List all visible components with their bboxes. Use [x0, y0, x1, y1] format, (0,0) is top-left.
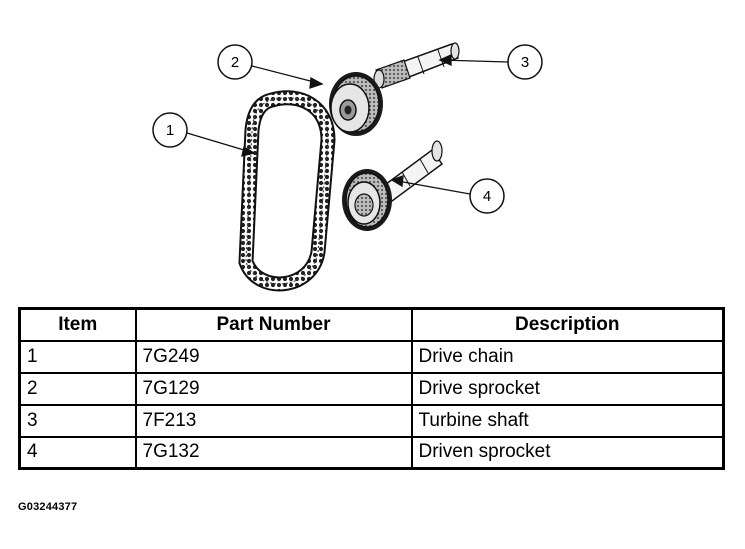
cell-description: Driven sprocket — [410, 435, 725, 470]
drive-chain — [238, 90, 336, 292]
table-header-row: Item Part Number Description — [18, 307, 725, 342]
cell-description: Drive chain — [410, 339, 725, 374]
exploded-parts-diagram: 1 2 3 4 — [152, 42, 543, 292]
parts-table: Item Part Number Description 1 7G249 Dri… — [18, 307, 725, 470]
callout-2-balloon — [217, 44, 253, 80]
header-part-number: Part Number — [134, 307, 413, 342]
cell-item: 1 — [18, 339, 137, 374]
table-row: 4 7G132 Driven sprocket — [18, 435, 725, 470]
callout-balloons — [152, 44, 543, 214]
drive-sprocket — [329, 72, 383, 136]
callout-leaders — [186, 53, 509, 195]
cell-description: Turbine shaft — [410, 403, 725, 438]
callout-4-balloon — [469, 178, 505, 214]
cell-item: 2 — [18, 371, 137, 406]
turbine-shaft — [373, 42, 460, 89]
callout-1-balloon — [152, 112, 188, 148]
table-row: 3 7F213 Turbine shaft — [18, 403, 725, 438]
cell-item: 3 — [18, 403, 137, 438]
cell-part-number: 7G249 — [134, 339, 413, 374]
cell-description: Drive sprocket — [410, 371, 725, 406]
callout-2-label: 2 — [231, 54, 239, 71]
callout-3-label: 3 — [521, 54, 529, 71]
driven-sprocket — [342, 140, 444, 231]
figure-id: G03244377 — [18, 501, 78, 513]
cell-part-number: 7G132 — [134, 435, 413, 470]
callout-4-label: 4 — [483, 188, 491, 205]
table-row: 2 7G129 Drive sprocket — [18, 371, 725, 406]
cell-part-number: 7F213 — [134, 403, 413, 438]
cell-item: 4 — [18, 435, 137, 470]
callout-3-balloon — [507, 44, 543, 80]
header-item: Item — [18, 307, 137, 342]
cell-part-number: 7G129 — [134, 371, 413, 406]
header-description: Description — [410, 307, 725, 342]
callout-1-label: 1 — [166, 122, 174, 139]
table-row: 1 7G249 Drive chain — [18, 339, 725, 374]
